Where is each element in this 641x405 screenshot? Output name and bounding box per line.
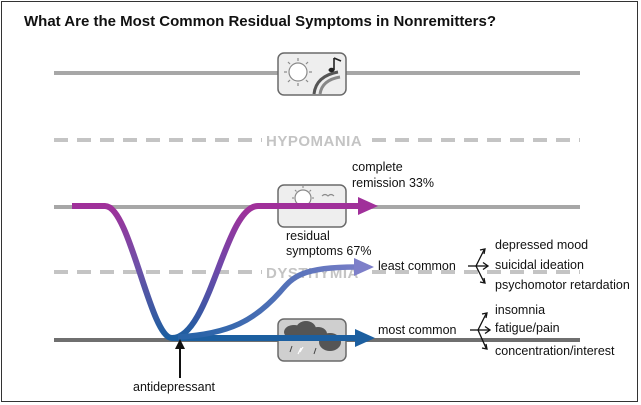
least-common-item-2: suicidal ideation — [495, 258, 584, 272]
sun-music-icon — [277, 52, 347, 96]
antidepressant-label: antidepressant — [133, 380, 216, 394]
dysthymia-arrowhead — [354, 258, 374, 276]
residual-label-line2: symptoms 67% — [286, 244, 371, 258]
remission-curve — [171, 203, 360, 341]
remission-arrowhead — [358, 197, 378, 215]
antidepressant-pointer-head — [175, 339, 185, 349]
dysthymia-curve — [177, 264, 357, 340]
remission-label-line2: remission 33% — [352, 176, 434, 190]
most-common-item-2: fatigue/pain — [495, 321, 560, 335]
most-common-item-1: insomnia — [495, 303, 545, 317]
residual-label-line1: residual — [286, 229, 330, 243]
residual-depression-arrowhead — [355, 329, 375, 347]
remission-label-line1: complete — [352, 160, 403, 174]
least-common-item-1: depressed mood — [495, 238, 588, 252]
least-common-item-3: psychomotor retardation — [495, 278, 630, 292]
diagram-title: What Are the Most Common Residual Sympto… — [24, 13, 496, 30]
most-common-item-3: concentration/interest — [495, 344, 615, 358]
least-common-arrows — [468, 248, 490, 284]
most-common-arrows — [470, 312, 492, 350]
least-common-label: least common — [378, 259, 456, 273]
hypomania-label: HYPOMANIA — [266, 133, 362, 150]
most-common-label: most common — [378, 323, 457, 337]
mood-decline-curve — [72, 203, 174, 341]
